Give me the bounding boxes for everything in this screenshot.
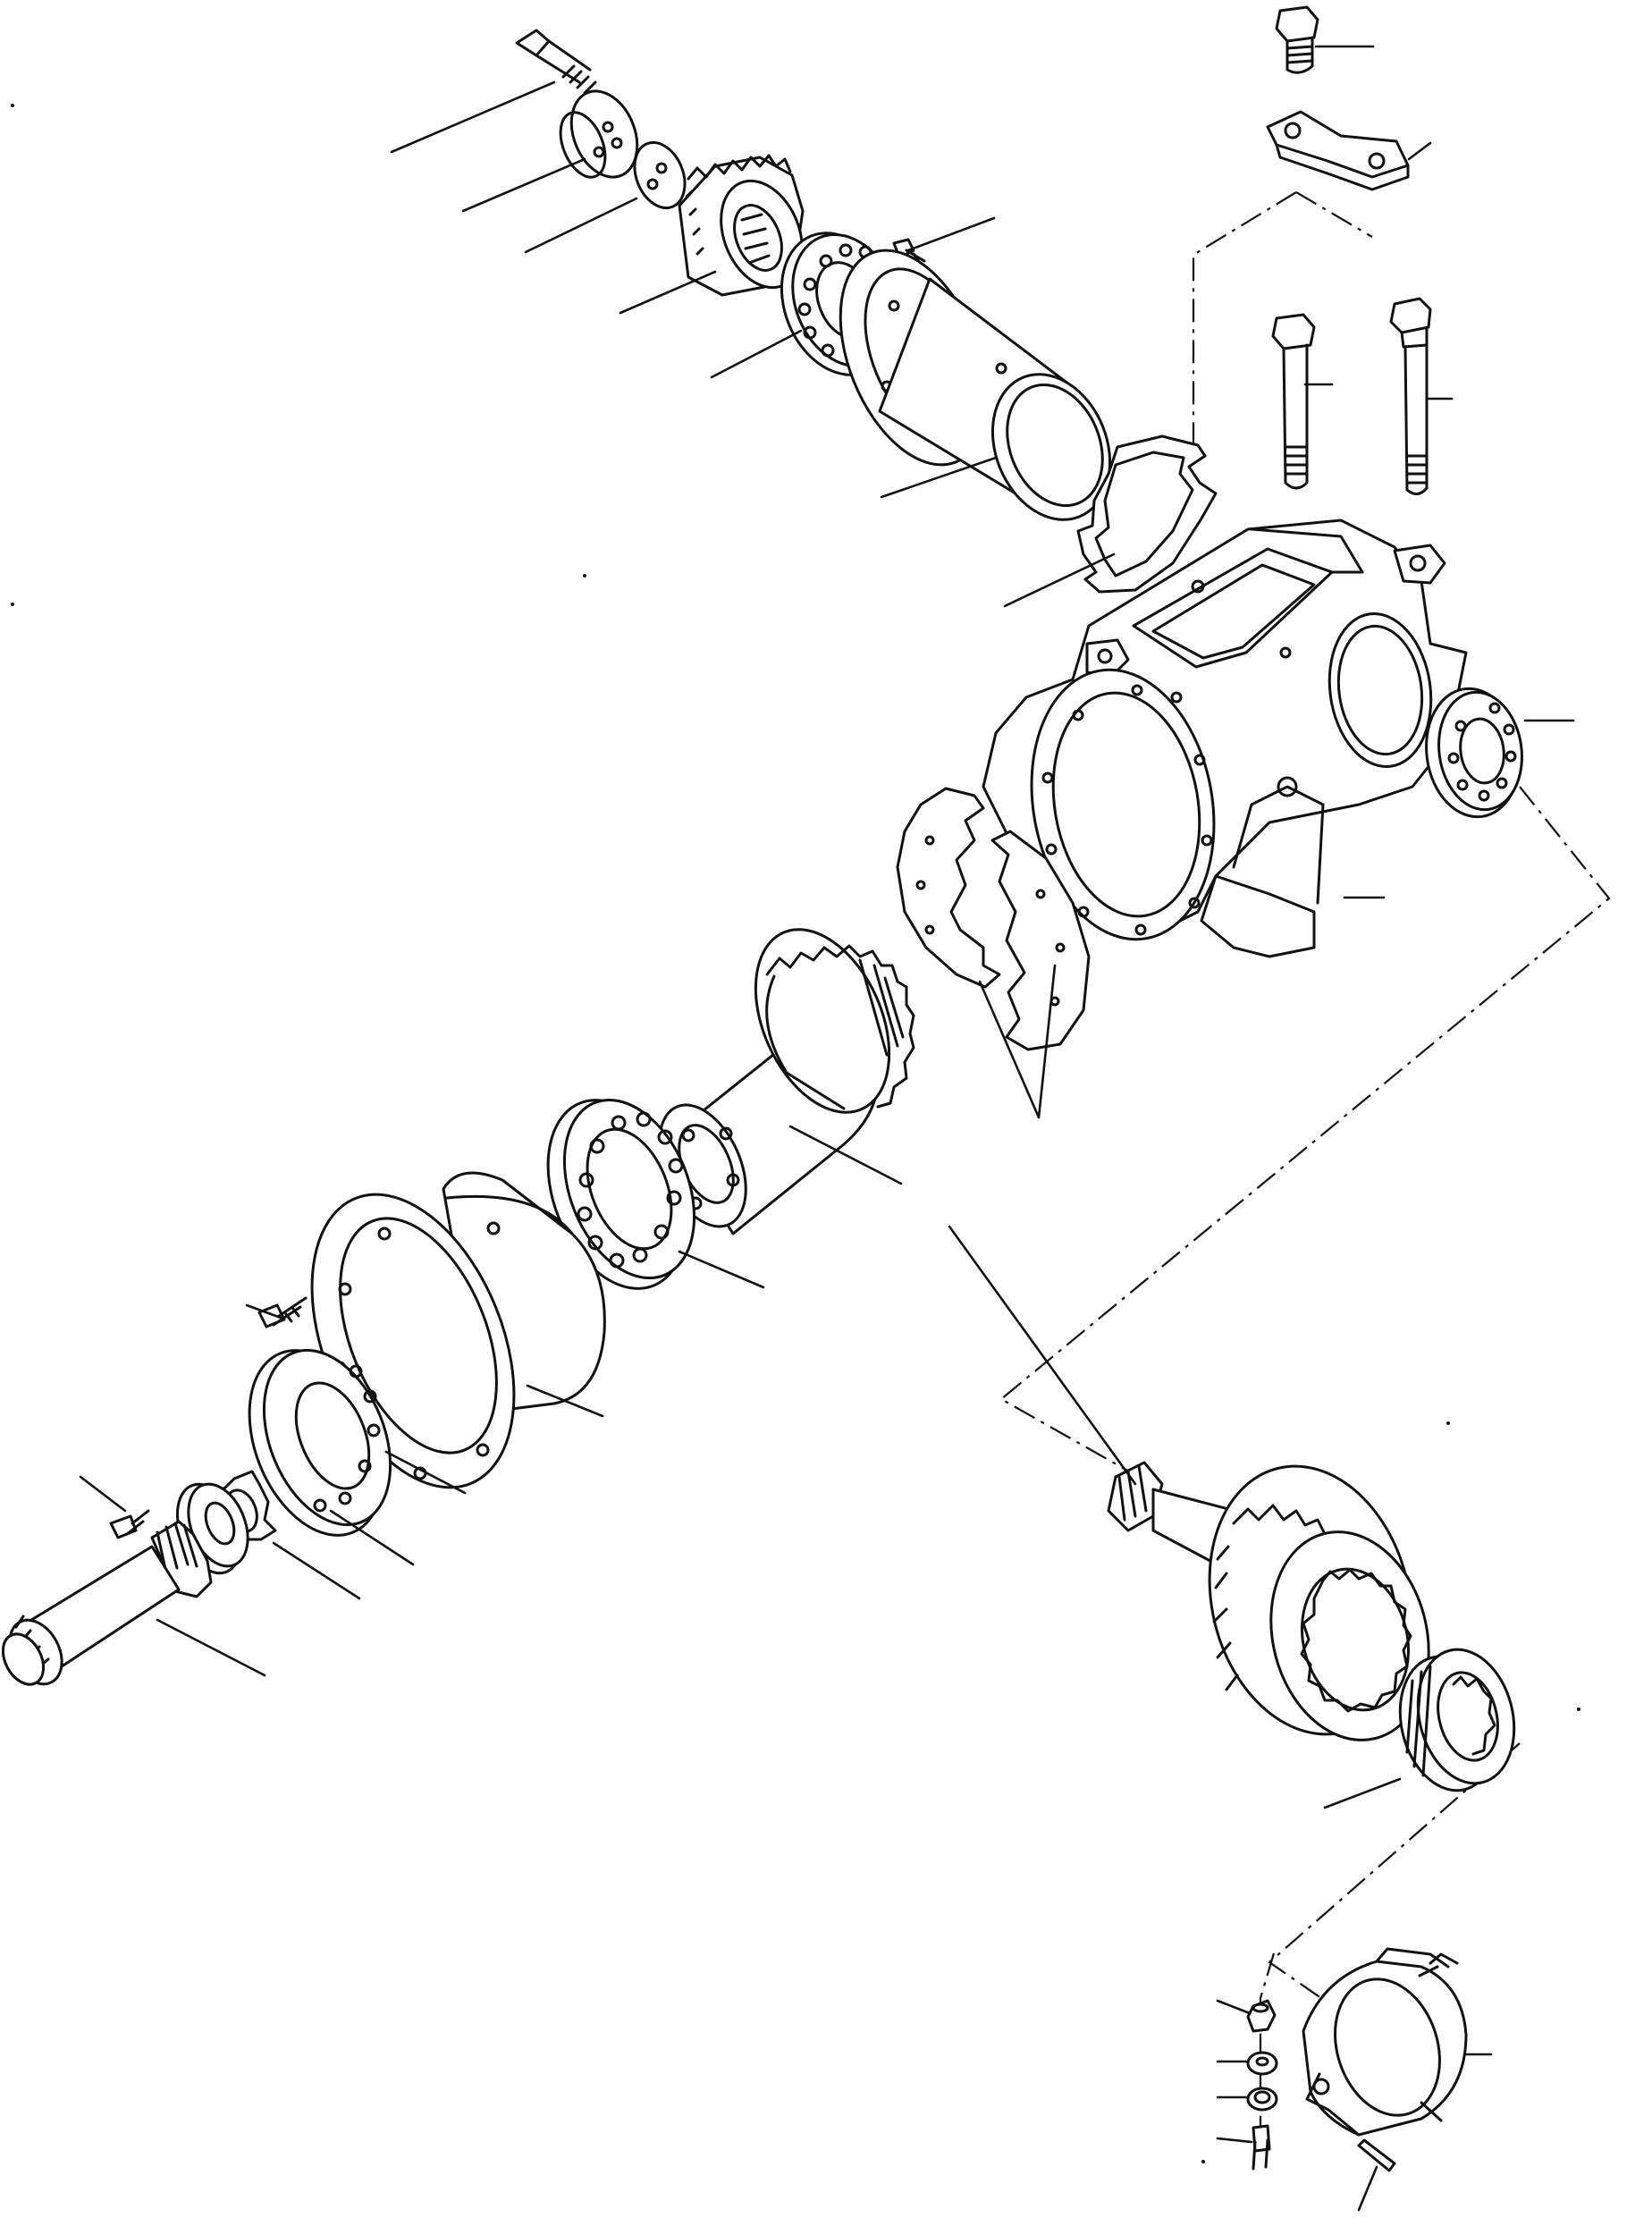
- hex-bolt-top: [1275, 5, 1319, 74]
- roll-pin: [1357, 2138, 1396, 2172]
- lock-nut-small: [1246, 1999, 1277, 2033]
- flange-gasket-set: [896, 787, 1091, 1051]
- lock-nut: [176, 1482, 249, 1575]
- output-shaft-ring-gear: [1107, 1461, 1430, 1741]
- assembly-centerlines: [999, 191, 1611, 2150]
- shift-fork: [1302, 1947, 1468, 2137]
- bevel-gear-shaft: [658, 928, 915, 1235]
- stud-small: [1252, 2124, 1271, 2171]
- shim-gasket-top: [1076, 434, 1218, 594]
- bearing-balls-middle: [577, 1111, 684, 1269]
- ball-bearing-middle: [546, 1098, 696, 1290]
- callout-leader-lines: [79, 45, 1575, 2212]
- cap-screw-lower: [109, 1509, 150, 1539]
- flat-washer-small: [1246, 2051, 1278, 2076]
- lock-plate: [633, 140, 687, 210]
- cap-screw-left: [257, 1296, 308, 1328]
- long-bolt-left: [1271, 313, 1316, 490]
- ball-bearing-lower: [248, 1348, 392, 1537]
- thrust-washer: [559, 89, 639, 179]
- scan-dots: [11, 104, 1580, 2163]
- long-bolt-right: [1389, 297, 1432, 495]
- sliding-clutch-collar: [1398, 1648, 1516, 1792]
- spring-washer-small: [1246, 2087, 1278, 2112]
- stud-bolt: [515, 29, 597, 95]
- bearing-retainer-top: [839, 249, 1112, 521]
- spur-pinion-gear-top: [678, 154, 805, 297]
- gear-housing: [982, 519, 1468, 958]
- splined-input-shaft: [1, 1520, 213, 1686]
- side-ball-bearing: [1425, 687, 1523, 819]
- mounting-bracket: [1266, 110, 1410, 191]
